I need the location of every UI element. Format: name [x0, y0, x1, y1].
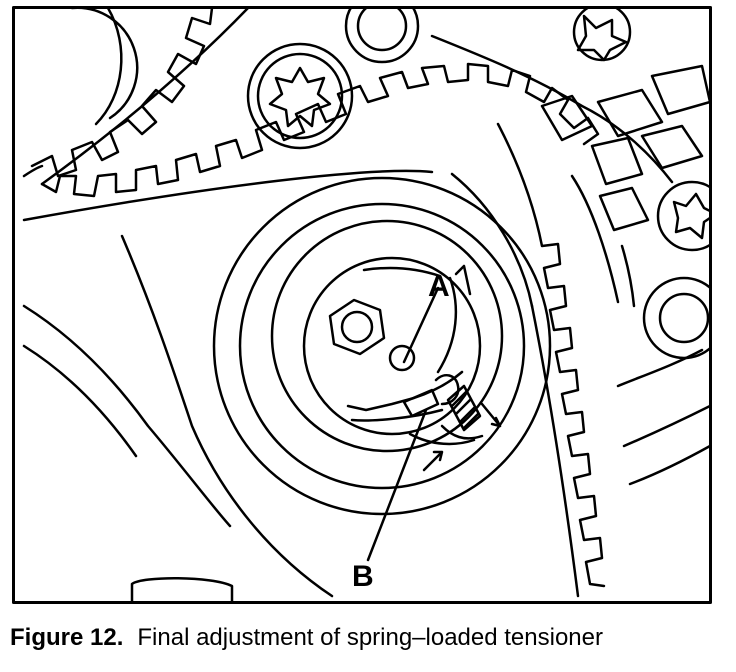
caption-text: Final adjustment of spring–loaded tensio… [137, 624, 603, 651]
callout-a-label: A [428, 270, 450, 303]
tensioner-pointer [346, 264, 502, 472]
idler-pulley-right [642, 180, 712, 360]
figure-border [12, 6, 712, 604]
timing-belt [22, 62, 606, 598]
figure-number: Figure 12. [10, 624, 124, 651]
tensioner-pulley [212, 176, 552, 516]
leader-line-a [402, 286, 440, 364]
callout-b-label: B [352, 560, 374, 593]
tensioner-nut [328, 298, 416, 372]
figure-caption: Figure 12. Final adjustment of spring–loa… [10, 618, 730, 658]
idler-pulley-upper [246, 42, 354, 150]
leader-line-b [366, 408, 428, 562]
camshaft-sprocket [22, 6, 250, 186]
tensioner-diagram: A B [12, 6, 712, 604]
idler-pulley-top [344, 6, 632, 64]
engine-cover [22, 234, 334, 604]
callout-leaders [366, 286, 440, 562]
engine-block-ribs [430, 34, 712, 486]
